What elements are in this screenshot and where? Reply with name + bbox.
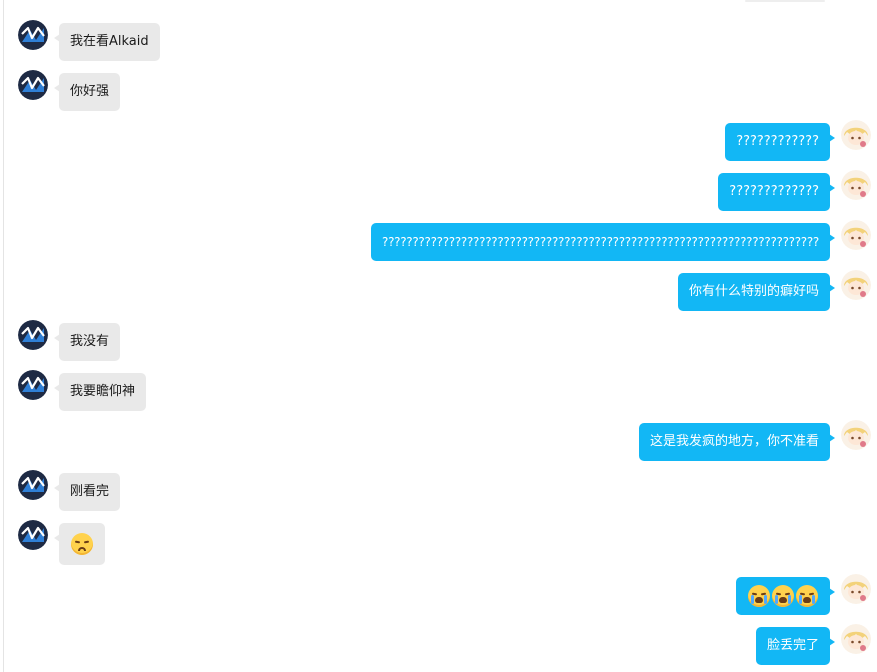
- loudly-crying-face-icon: [772, 584, 794, 607]
- contact-avatar-icon[interactable]: [18, 20, 48, 50]
- message-row: 你有什么特别的癖好吗: [0, 270, 877, 313]
- message-row: [0, 520, 877, 565]
- message-bubble[interactable]: ?????????????: [718, 173, 835, 211]
- message-bubble[interactable]: ????????????????????????????????????????…: [371, 223, 835, 261]
- self-avatar-icon[interactable]: [841, 574, 871, 604]
- contact-avatar-icon[interactable]: [18, 70, 48, 100]
- contact-avatar-icon[interactable]: [18, 520, 48, 550]
- message-bubble[interactable]: 你好强: [53, 73, 121, 111]
- message-bubble[interactable]: 脸丢完了: [755, 627, 836, 665]
- message-bubble[interactable]: 你有什么特别的癖好吗: [677, 273, 836, 311]
- self-avatar-icon[interactable]: [841, 270, 871, 300]
- message-row: ????????????????????????????????????????…: [0, 220, 877, 263]
- left-divider: [3, 0, 4, 672]
- message-bubble[interactable]: 我要瞻仰神: [53, 373, 147, 411]
- message-row: 这是我发疯的地方，你不准看: [0, 420, 877, 463]
- message-row: 刚看完: [0, 470, 877, 513]
- contact-avatar-icon[interactable]: [18, 470, 48, 500]
- message-row: ????????????: [0, 120, 877, 163]
- message-row: 我没有: [0, 320, 877, 363]
- message-row: 脸丢完了: [0, 624, 877, 667]
- message-bubble[interactable]: [54, 523, 105, 565]
- message-row: 我在看Alkaid: [0, 20, 877, 63]
- message-bubble[interactable]: ????????????: [725, 123, 835, 161]
- self-avatar-icon[interactable]: [841, 624, 871, 654]
- message-bubble[interactable]: 我在看Alkaid: [54, 23, 160, 61]
- self-avatar-icon[interactable]: [841, 120, 871, 150]
- message-row: ?????????????: [0, 170, 877, 213]
- message-row: 你好强: [0, 70, 877, 113]
- message-bubble[interactable]: 刚看完: [53, 473, 121, 511]
- self-avatar-icon[interactable]: [841, 420, 871, 450]
- contact-avatar-icon[interactable]: [18, 320, 48, 350]
- message-bubble[interactable]: [736, 577, 835, 615]
- scroll-top-remnant: [745, 0, 825, 2]
- message-row: 我要瞻仰神: [0, 370, 877, 413]
- self-avatar-icon[interactable]: [841, 170, 871, 200]
- message-bubble[interactable]: 这是我发疯的地方，你不准看: [638, 423, 836, 461]
- message-row: [0, 574, 877, 617]
- self-avatar-icon[interactable]: [841, 220, 871, 250]
- disappointed-face-icon: [71, 532, 93, 555]
- loudly-crying-face-icon: [796, 584, 818, 607]
- contact-avatar-icon[interactable]: [18, 370, 48, 400]
- loudly-crying-face-icon: [748, 584, 770, 607]
- message-bubble[interactable]: 我没有: [53, 323, 121, 361]
